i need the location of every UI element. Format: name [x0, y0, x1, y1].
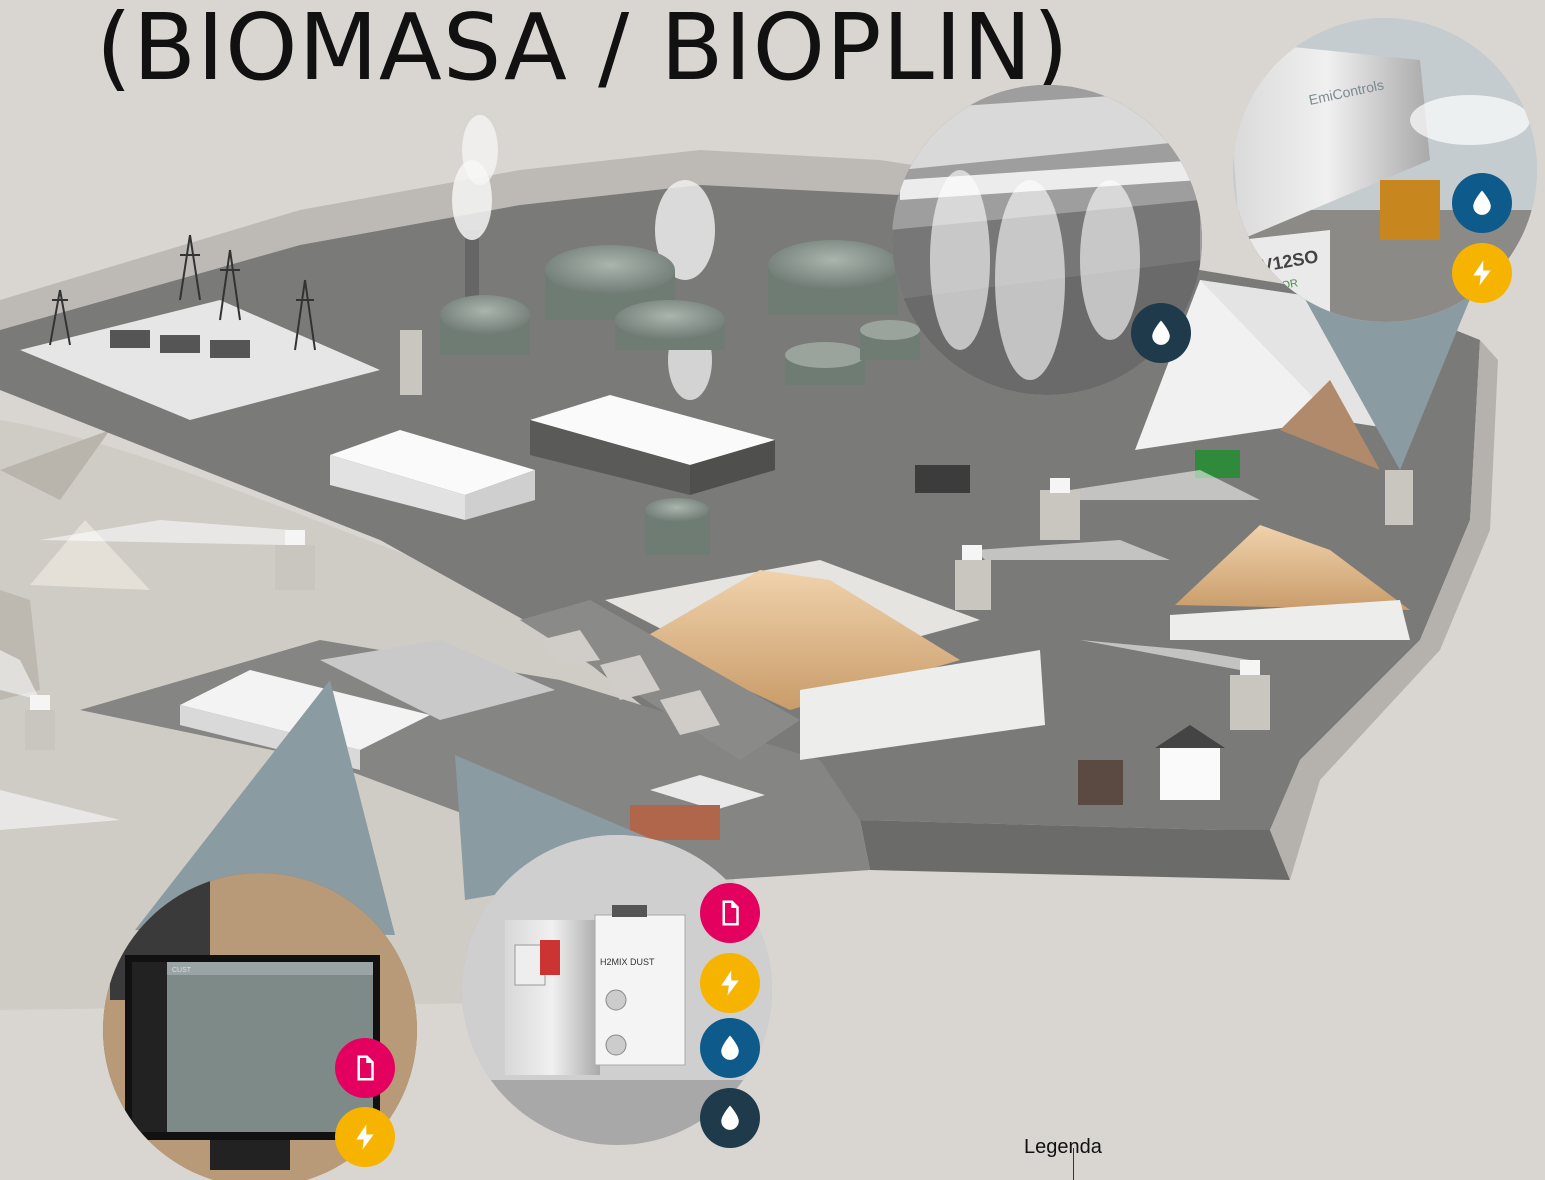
lightning-icon	[335, 1107, 395, 1167]
control-unit-photo: H2MIX DUST	[462, 835, 772, 1145]
perimeter-wall-back	[0, 150, 1010, 330]
document-icon	[700, 883, 760, 943]
electrical-substation	[20, 234, 380, 420]
buildings	[180, 395, 1225, 810]
water-drop-icon	[700, 1088, 760, 1148]
svg-text:H2MIX DUST: H2MIX DUST	[600, 957, 655, 967]
biomass-piles	[520, 525, 1410, 760]
plant-foundation	[860, 820, 1290, 880]
mist-sprays	[0, 470, 1260, 830]
document-icon	[335, 1038, 395, 1098]
lightning-icon	[1452, 243, 1512, 303]
mist-nozzles-photo	[892, 85, 1202, 395]
lightning-icon	[700, 953, 760, 1013]
water-drop-icon	[1452, 173, 1512, 233]
trucks	[630, 465, 1123, 840]
water-drop-icon	[700, 1018, 760, 1078]
water-drop-icon	[1131, 303, 1191, 363]
legend-divider	[1073, 1148, 1074, 1180]
fog-cannons	[25, 330, 1413, 750]
page-title: (BIOMASA / BIOPLIN)	[96, 0, 1070, 101]
perimeter-wall-right	[1270, 340, 1498, 880]
svg-text:CUST: CUST	[172, 967, 192, 974]
digester-tanks	[440, 240, 920, 555]
legend-label: Legenda	[1024, 1136, 1102, 1158]
